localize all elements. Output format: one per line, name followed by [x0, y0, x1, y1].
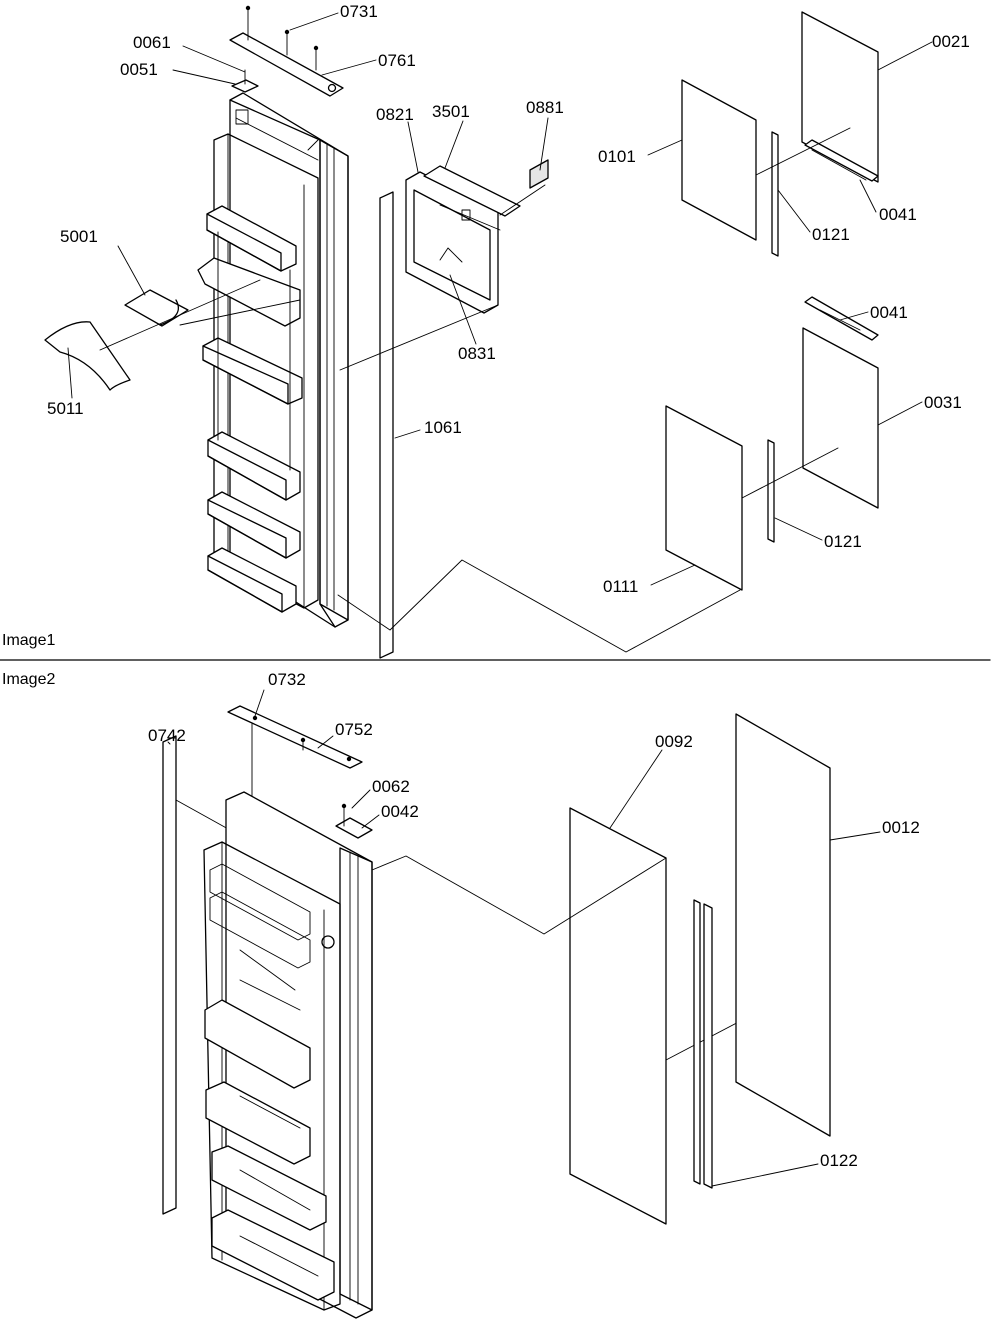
- section-image1: 0731 0061 0761 0051 0821 3501 0881 5001 …: [2, 2, 970, 659]
- callout-0041b: 0041: [870, 303, 908, 322]
- callout-0062: 0062: [372, 777, 410, 796]
- callout-0881: 0881: [526, 98, 564, 117]
- panel-0111: [665, 405, 839, 591]
- dispenser-parts-1: [44, 279, 301, 391]
- hinge-bracket-2: [227, 705, 373, 839]
- labels-image1: 0731 0061 0761 0051 0821 3501 0881 5001 …: [47, 2, 970, 596]
- callout-0742: 0742: [148, 726, 186, 745]
- panel-0092: [569, 807, 793, 1225]
- callout-0752: 0752: [335, 720, 373, 739]
- callout-0101: 0101: [598, 147, 636, 166]
- reference-line-2: [371, 855, 667, 935]
- callout-1061: 1061: [424, 418, 462, 437]
- callout-0831: 0831: [458, 344, 496, 363]
- control-panel-1: [339, 159, 549, 371]
- panel-0021: [801, 11, 879, 183]
- section-label-image1: Image1: [2, 632, 55, 649]
- bracket-0041b: [804, 296, 879, 341]
- callout-0012: 0012: [882, 818, 920, 837]
- labels-image2: 0732 0742 0752 0062 0042 0092 0012 0122: [148, 670, 920, 1170]
- callout-0821: 0821: [376, 105, 414, 124]
- callout-5001: 5001: [60, 227, 98, 246]
- panel-0101: [681, 79, 757, 241]
- section-label-image2: Image2: [2, 671, 55, 688]
- callout-0122: 0122: [820, 1151, 858, 1170]
- panel-0012: [735, 713, 831, 1137]
- leaders-image1: [67, 12, 933, 586]
- callout-0731: 0731: [340, 2, 378, 21]
- callout-0051: 0051: [120, 60, 158, 79]
- callout-0021: 0021: [932, 32, 970, 51]
- trim-0121b: [767, 439, 775, 543]
- callout-0121a: 0121: [812, 225, 850, 244]
- trim-0121a: [771, 131, 779, 257]
- hinge-bracket-top: [229, 5, 344, 97]
- callout-3501: 3501: [432, 102, 470, 121]
- reference-line-1: [337, 559, 741, 653]
- door-shelves-1: [197, 205, 303, 613]
- gasket-strip-0742: [162, 735, 231, 1215]
- panel-0031: [802, 327, 879, 509]
- callout-0761: 0761: [378, 51, 416, 70]
- callout-0111: 0111: [603, 577, 638, 596]
- section-image2: Image2: [2, 670, 920, 1319]
- callout-0092: 0092: [655, 732, 693, 751]
- callout-0041a: 0041: [879, 205, 917, 224]
- callout-0042: 0042: [381, 802, 419, 821]
- callout-0121b: 0121: [824, 532, 862, 551]
- callout-0732: 0732: [268, 670, 306, 689]
- leaders-image2: [167, 689, 881, 1187]
- callout-0031: 0031: [924, 393, 962, 412]
- trim-0122: [693, 899, 713, 1189]
- callout-5011: 5011: [47, 399, 84, 418]
- gasket-strip-1061: [379, 191, 394, 659]
- door-assembly-2: [203, 791, 373, 1319]
- bracket-0041a: [755, 127, 879, 182]
- callout-0061: 0061: [133, 33, 171, 52]
